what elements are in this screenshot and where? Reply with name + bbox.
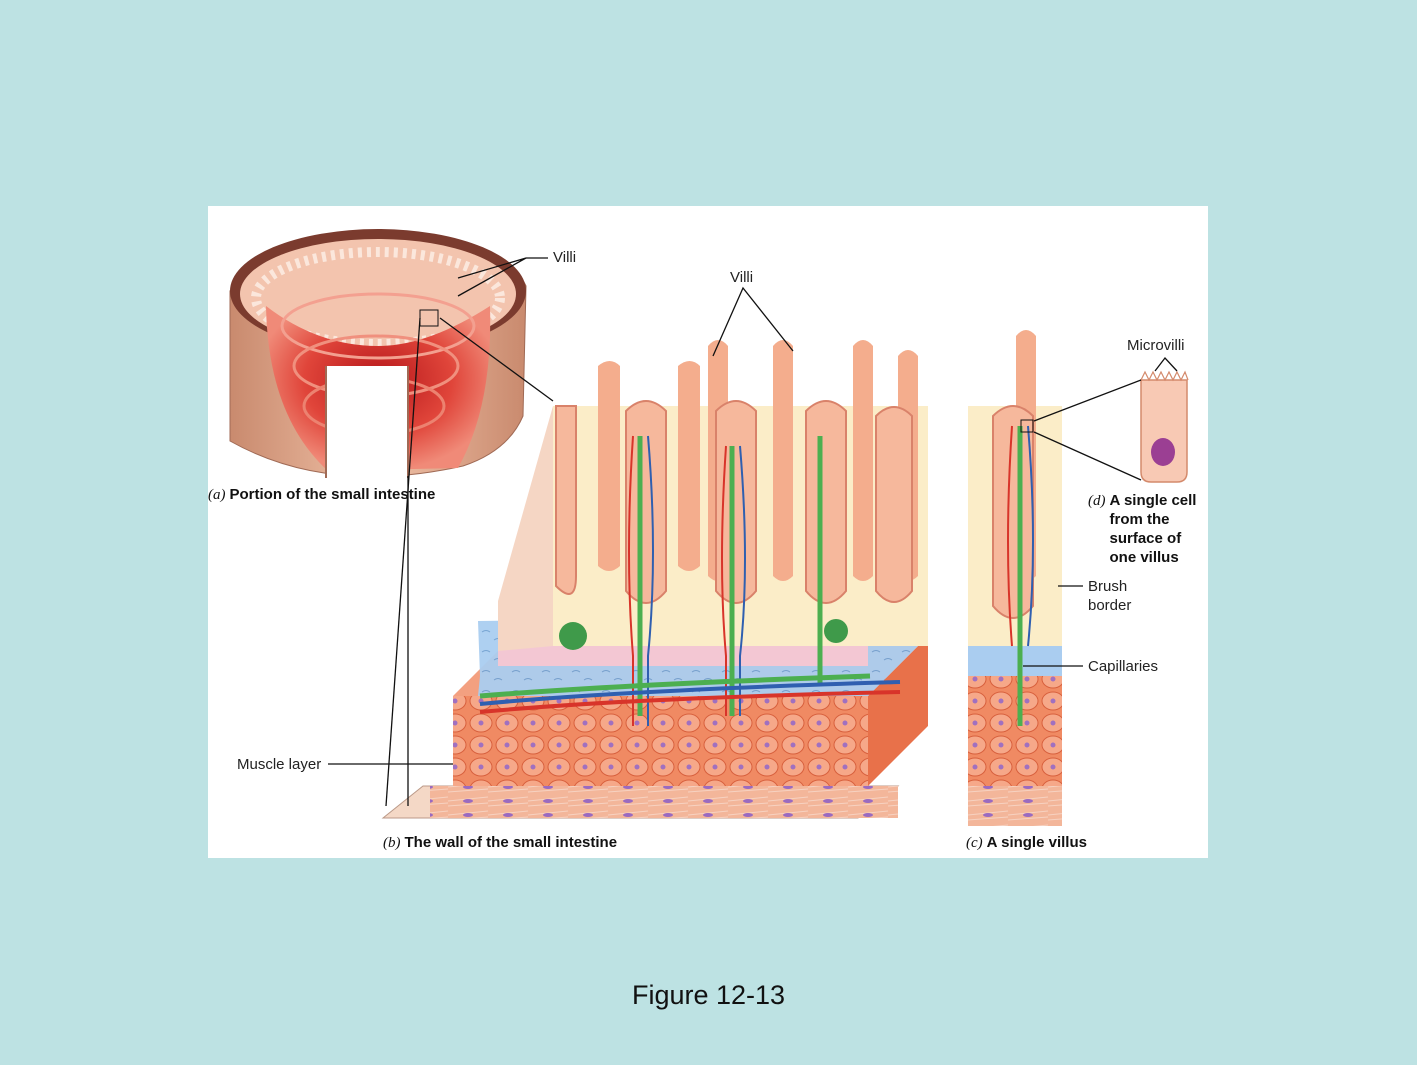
figure-panel: Villi Villi Microvilli Brush border Capi… xyxy=(208,206,1208,858)
caption-a: (a)Portion of the small intestine xyxy=(208,485,435,505)
caption-d: (d)A single cell from the surface of one… xyxy=(1088,491,1218,567)
label-microvilli: Microvilli xyxy=(1127,337,1185,354)
single-cell-illustration xyxy=(1140,370,1189,483)
intestine-portion-illustration xyxy=(229,229,527,478)
label-capillaries: Capillaries xyxy=(1088,658,1159,675)
caption-b: (b)The wall of the small intestine xyxy=(383,833,617,853)
figure-number: Figure 12-13 xyxy=(631,980,786,1010)
caption-a-text: Portion of the small intestine xyxy=(229,486,436,503)
caption-c: (c)A single villus xyxy=(966,833,1087,853)
leader-lines xyxy=(328,257,1178,807)
caption-c-letter: (c) xyxy=(966,835,983,851)
label-villi-a: Villi xyxy=(553,249,577,266)
intestine-diagram xyxy=(229,229,1189,826)
caption-a-letter: (a) xyxy=(208,487,226,503)
caption-c-text: A single villus xyxy=(986,834,1087,851)
caption-b-text: The wall of the small intestine xyxy=(404,834,618,851)
label-muscle-layer: Muscle layer xyxy=(237,756,322,773)
label-brush-border: Brush border xyxy=(1088,578,1132,614)
caption-d-text: A single cell from the surface of one vi… xyxy=(1109,492,1197,566)
caption-b-letter: (b) xyxy=(383,835,401,851)
intestine-wall-illustration xyxy=(381,340,928,819)
caption-d-letter: (d) xyxy=(1088,493,1106,509)
label-villi-b: Villi xyxy=(730,269,754,286)
single-villus-illustration xyxy=(968,330,1062,826)
